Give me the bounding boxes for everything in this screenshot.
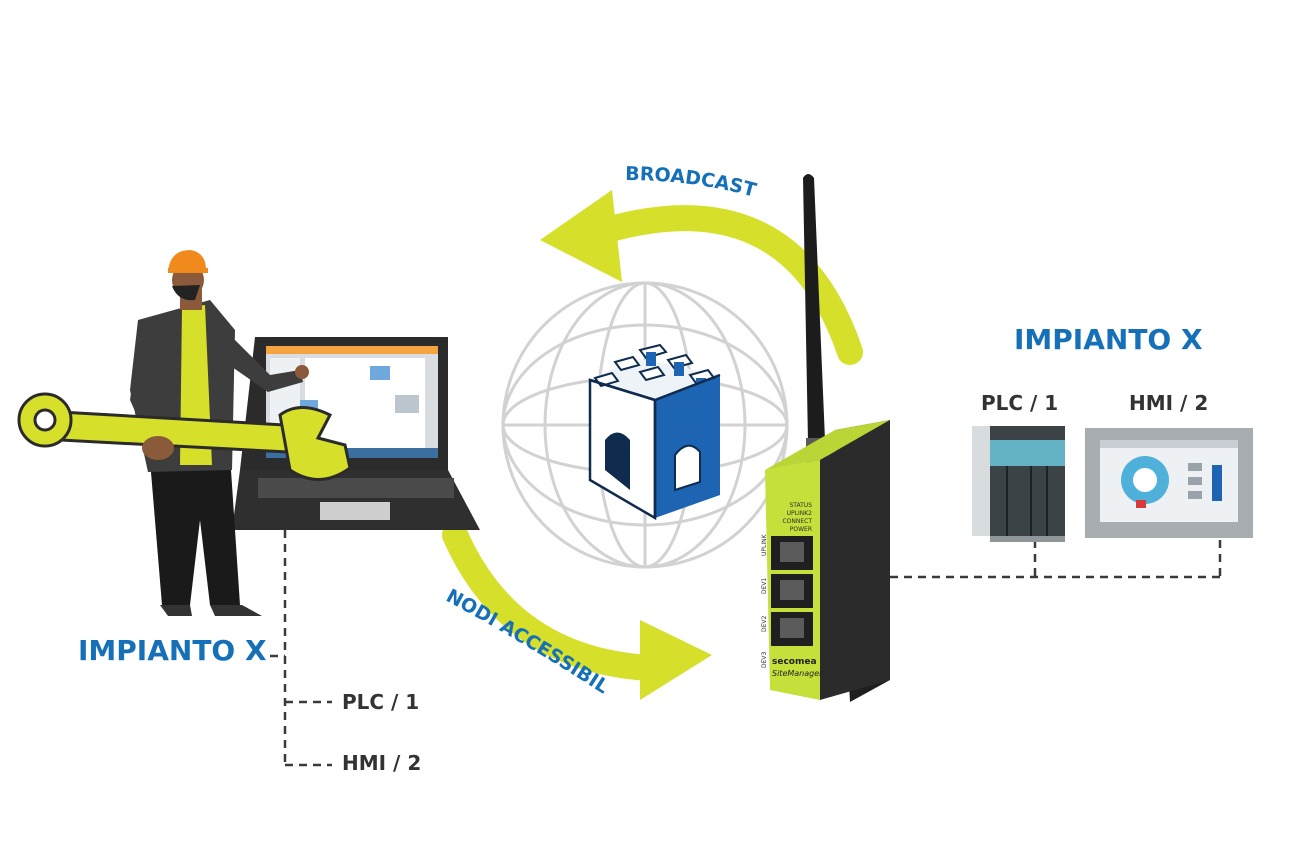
router-icon: STATUS UPLINK2 CONNECT POWER UPLINK DEV1…	[761, 420, 890, 702]
device-hmi-label: HMI / 2	[1129, 391, 1209, 415]
router-model: SiteManager	[772, 669, 823, 678]
led-label-uplink2: UPLINK2	[787, 510, 813, 517]
led-label-status: STATUS	[789, 502, 812, 509]
broadcast-arrow	[540, 190, 863, 365]
port-label-dev1: DEV1	[761, 577, 768, 594]
castle-icon	[588, 343, 721, 521]
led-label-connect: CONNECT	[782, 518, 812, 525]
left-connection-lines	[270, 530, 332, 767]
site-title-left: IMPIANTO X	[78, 634, 267, 667]
site-title-right: IMPIANTO X	[1014, 323, 1203, 356]
wrench-icon	[17, 392, 352, 481]
router-brand: secomea	[772, 657, 817, 667]
hmi-icon	[1085, 428, 1253, 538]
accessible-nodes-arrow	[442, 522, 712, 700]
right-connection-lines	[890, 540, 1222, 579]
node-hmi-left: HMI / 2	[342, 751, 422, 775]
led-label-power: POWER	[790, 526, 812, 533]
broadcast-label: BROADCAST	[625, 163, 759, 202]
plc-icon	[972, 426, 1065, 542]
node-plc-left: PLC / 1	[342, 690, 420, 714]
port-label-uplink: UPLINK	[761, 533, 768, 556]
port-label-dev2: DEV2	[761, 615, 768, 632]
device-plc-label: PLC / 1	[981, 391, 1059, 415]
port-label-dev3: DEV3	[761, 651, 768, 668]
